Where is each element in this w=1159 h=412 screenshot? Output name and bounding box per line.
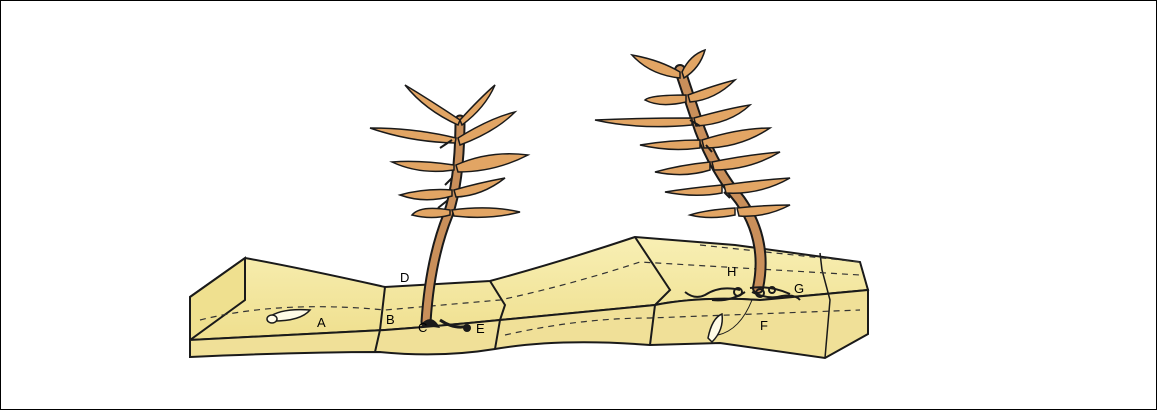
label-f: F bbox=[760, 318, 768, 333]
label-d: D bbox=[400, 270, 409, 285]
label-a: A bbox=[317, 315, 326, 330]
label-c: C bbox=[418, 320, 427, 335]
label-e: E bbox=[476, 321, 485, 336]
label-h: H bbox=[727, 264, 736, 279]
label-b: B bbox=[386, 312, 395, 327]
label-g: G bbox=[794, 281, 804, 296]
